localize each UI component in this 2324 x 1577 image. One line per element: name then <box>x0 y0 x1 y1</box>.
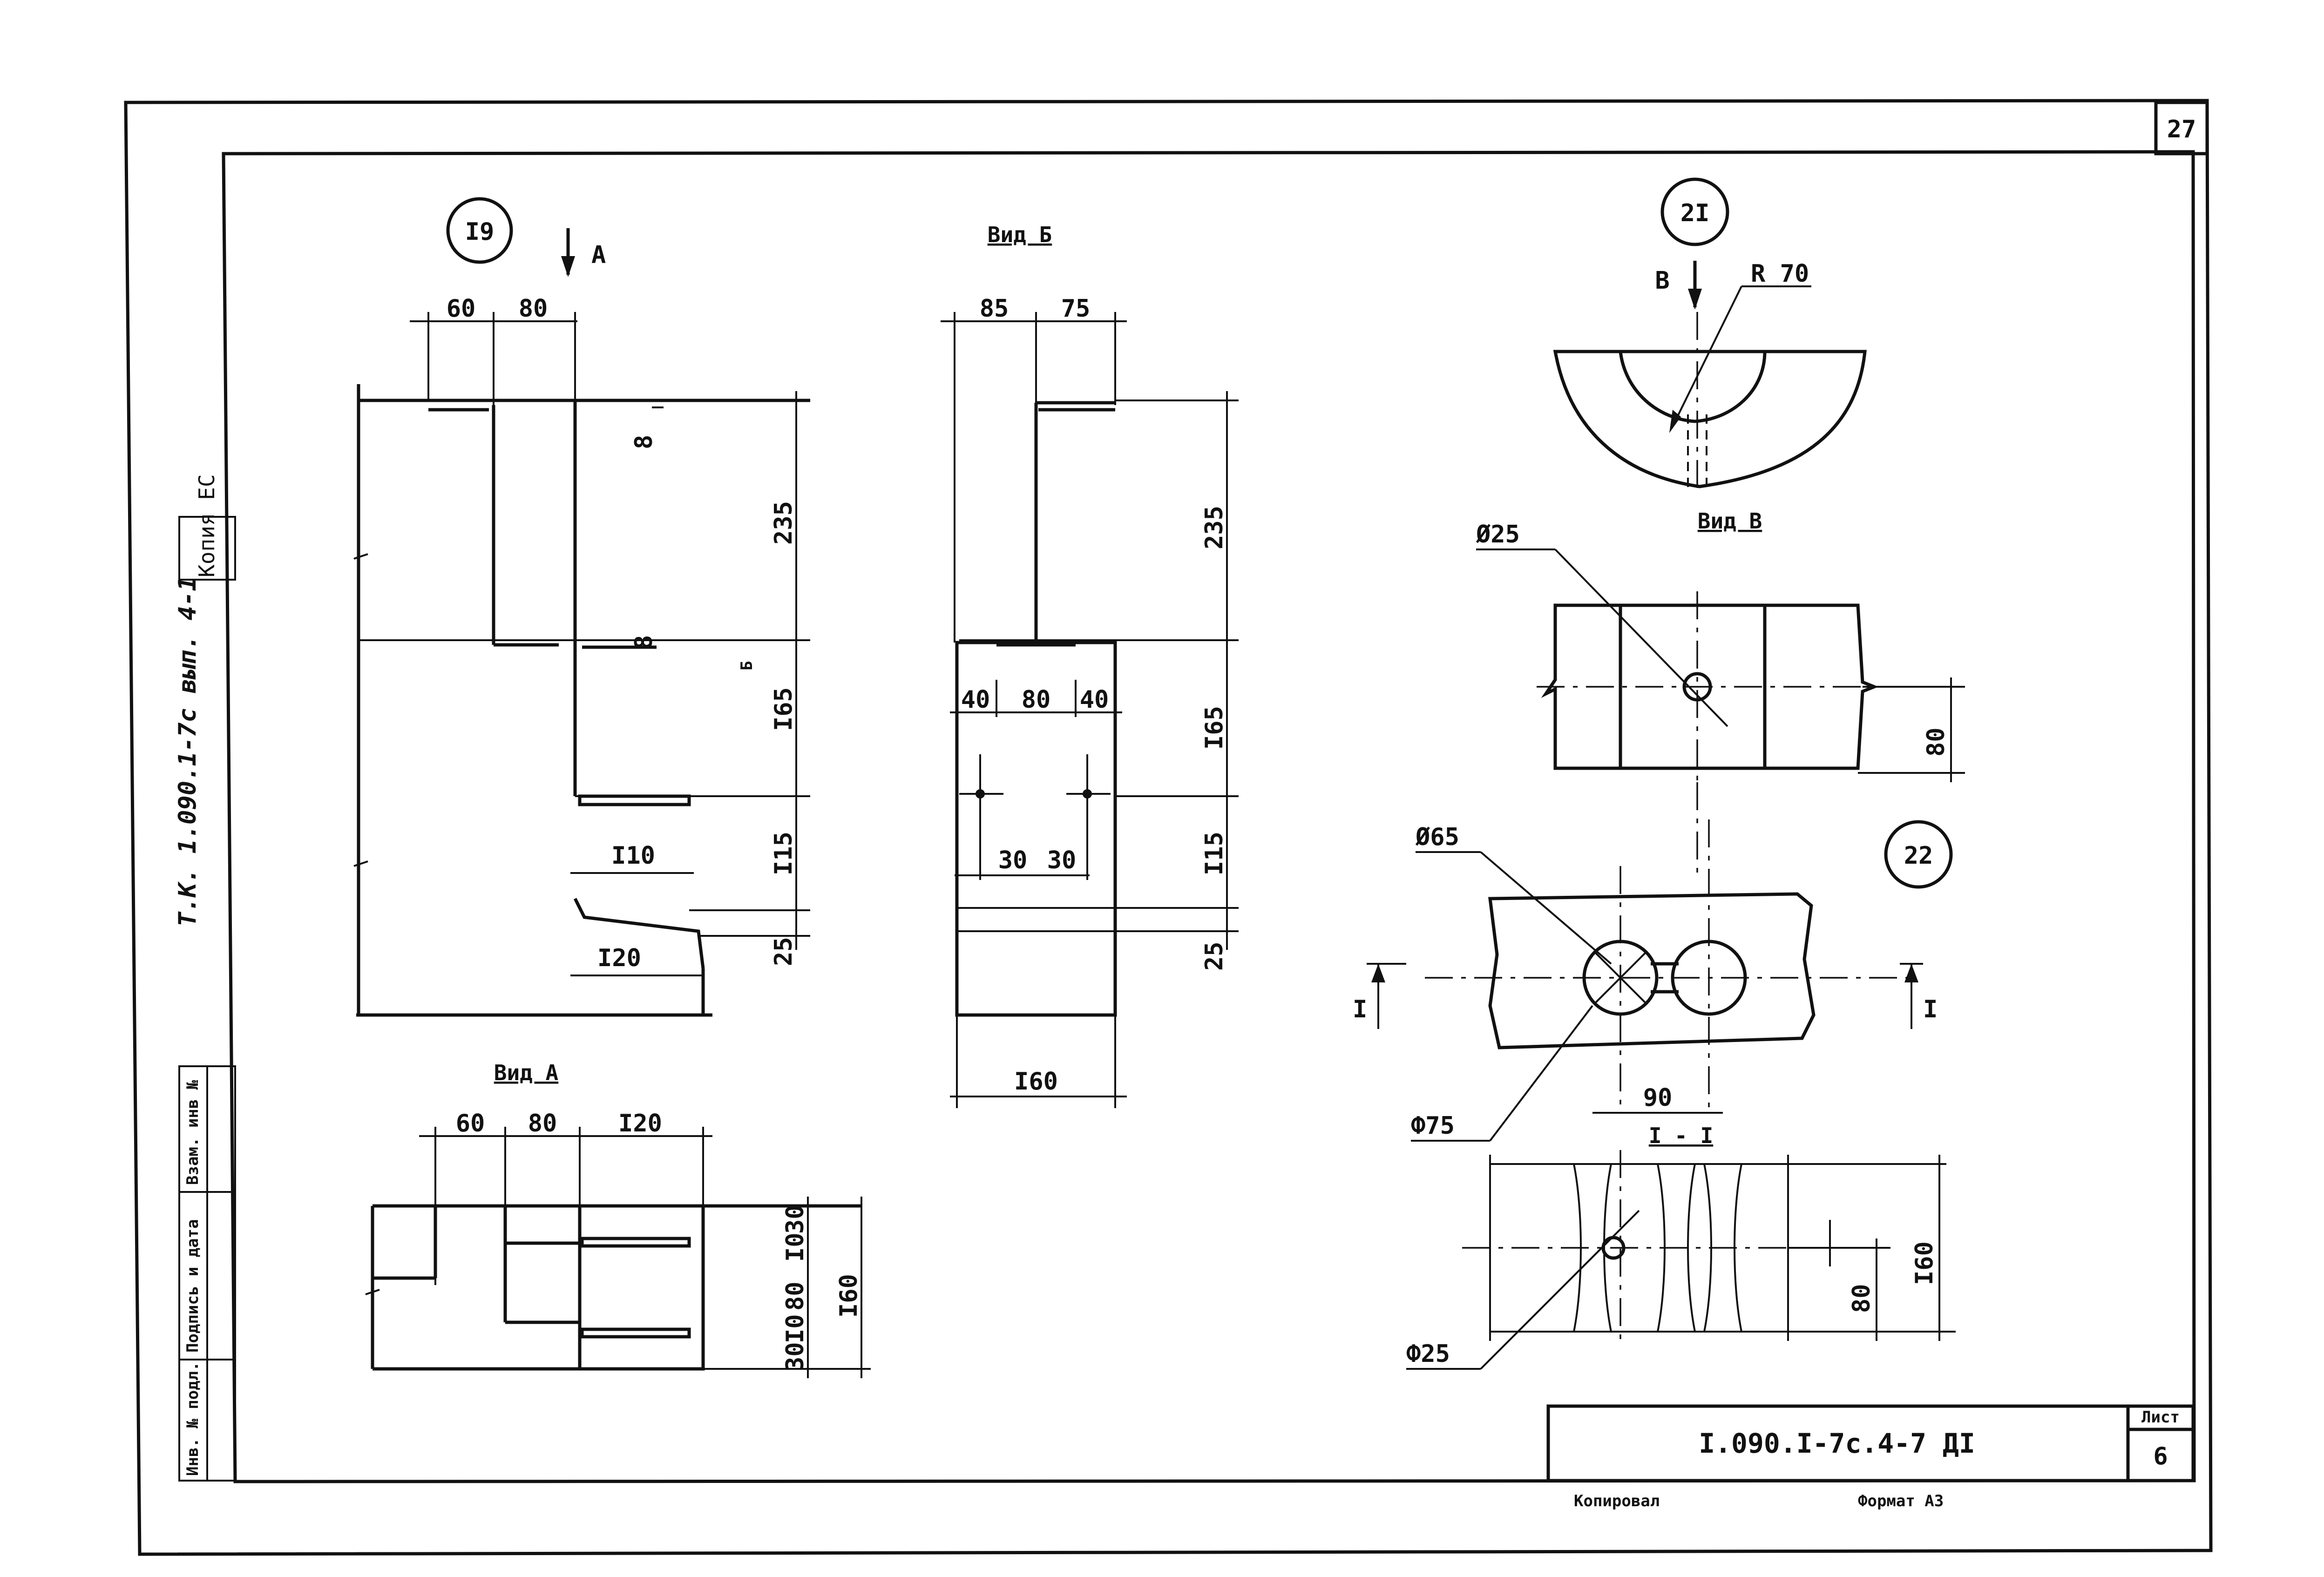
dim-22-phi75: Ф75 <box>1411 1112 1455 1140</box>
title-designation: I.090.I-7с.4-7 ДI <box>1699 1428 1975 1459</box>
approval-col-2: Подпись и дата <box>183 1219 202 1353</box>
title-sheet-label: Лист <box>2141 1408 2180 1427</box>
dim-19-120: I20 <box>597 944 641 972</box>
dim-19-60: 60 <box>447 295 476 323</box>
dim-19-165: I65 <box>770 687 798 731</box>
side-designation: Т.К. 1.090.1-7с вып. 4-1 <box>174 577 202 927</box>
section-title: I - I <box>1649 1123 1713 1148</box>
detail-21: 2I В R 70 Вид В Ø25 80 <box>1476 177 1965 782</box>
title-block: I.090.I-7с.4-7 ДI Лист 6 <box>1546 1404 2195 1482</box>
dim-19-110: I10 <box>611 842 655 870</box>
dim-b-80: 80 <box>1022 686 1051 714</box>
dim-b-115: I15 <box>1200 832 1228 875</box>
dim-a-30b: 30 <box>781 1342 809 1371</box>
detail-22: 22 Ø65 Ф75 90 I I I - I <box>1353 782 1956 1370</box>
view-a: Вид А 60 80 I20 30 I0 80 I0 30 I60 <box>365 1060 871 1378</box>
section-mark-left: I <box>1353 995 1367 1023</box>
dim-b-40b: 40 <box>1080 686 1109 714</box>
approval-col-1: Инв. № подл. <box>183 1361 202 1476</box>
dim-b-160: I60 <box>1014 1068 1058 1096</box>
dim-22-phi25b: Ф25 <box>1406 1340 1450 1368</box>
dim-a-30a: 30 <box>781 1205 809 1234</box>
dim-19-note: Б <box>738 661 756 670</box>
dim-19-8a: 8 <box>630 435 658 449</box>
detail-19: I9 А 60 80 8 235 8 Б I65 <box>353 197 810 1017</box>
dim-b-40a: 40 <box>961 686 990 714</box>
view-b-title: Вид Б <box>988 222 1052 247</box>
dim-21-phi25a: Ø25 <box>1476 521 1520 548</box>
dim-22-90: 90 <box>1643 1084 1673 1112</box>
dim-a-10a: I0 <box>781 1232 809 1262</box>
copy-stamp <box>178 516 236 581</box>
view-a-title: Вид А <box>494 1060 558 1085</box>
dim-a-160: I60 <box>835 1274 863 1318</box>
dim-b-25: 25 <box>1200 941 1228 971</box>
callout-21: 2I <box>1680 199 1710 227</box>
dim-22-phi65: Ø65 <box>1415 823 1459 851</box>
dim-b-30b: 30 <box>1047 846 1077 874</box>
top-sheet-number: 27 <box>2167 115 2196 143</box>
dim-b-30a: 30 <box>998 846 1028 874</box>
copy-stamp-text: Копия ЕС <box>194 474 219 577</box>
view-v-arrow-label: В <box>1655 267 1669 295</box>
view-a-arrow-label: А <box>591 241 606 269</box>
view-b: Вид Б 85 75 40 80 40 30 30 235 I65 <box>941 222 1239 1108</box>
dim-21-r70: R 70 <box>1751 260 1809 288</box>
dim-b-235: 235 <box>1200 506 1228 549</box>
callout-22: 22 <box>1904 842 1933 870</box>
footer-copied: Копировал <box>1574 1492 1660 1510</box>
dim-21-80: 80 <box>1922 727 1950 757</box>
section-mark-right: I <box>1923 995 1938 1023</box>
dim-a-120: I20 <box>618 1110 662 1137</box>
dim-b-85: 85 <box>980 295 1009 323</box>
dim-b-75: 75 <box>1061 295 1091 323</box>
side-margin: Копия ЕС Т.К. 1.090.1-7с вып. 4-1 Инв. №… <box>174 474 236 1482</box>
dim-a-10b: I0 <box>781 1314 809 1343</box>
footer-format: Формат А3 <box>1858 1492 1944 1510</box>
callout-19: I9 <box>465 218 495 246</box>
dim-19-25: 25 <box>770 937 798 966</box>
dim-19-235: 235 <box>770 501 798 545</box>
dim-a-60: 60 <box>456 1110 485 1137</box>
dim-19-80: 80 <box>519 295 548 323</box>
dim-22-80-section: 80 <box>1848 1284 1876 1313</box>
dim-22-160: I60 <box>1911 1241 1938 1285</box>
approval-col-3: Взам. инв № <box>183 1080 202 1185</box>
dim-19-115: I15 <box>770 832 798 875</box>
dim-a-80: 80 <box>781 1281 809 1311</box>
title-sheet-number: 6 <box>2153 1442 2168 1470</box>
view-v-title: Вид В <box>1698 508 1762 534</box>
dim-a-80: 80 <box>528 1110 557 1137</box>
dim-19-8b: 8 <box>630 635 658 650</box>
dim-b-165: I65 <box>1200 706 1228 750</box>
